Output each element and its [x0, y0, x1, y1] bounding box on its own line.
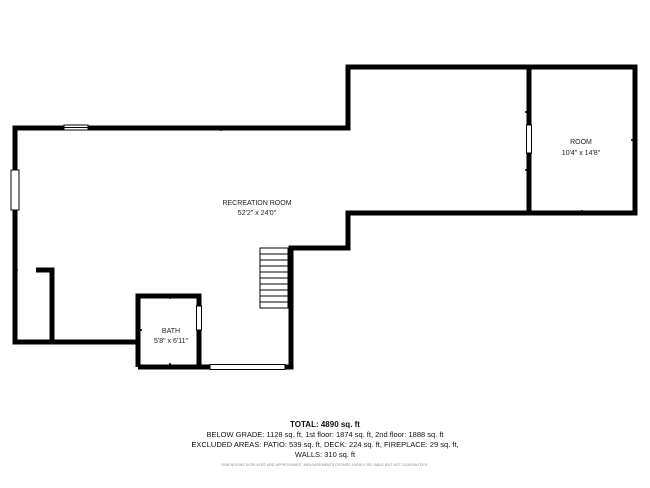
left-window: [10, 169, 20, 211]
recreation-room-name: RECREATION ROOM: [222, 200, 291, 207]
bath-door-opening: [196, 305, 202, 331]
bath-dims: 5'8" x 6'11": [154, 338, 188, 345]
recreation-room-dims: 52'2" x 24'0": [238, 210, 277, 217]
room-door-opening: [526, 124, 532, 154]
room-name: ROOM: [570, 139, 592, 146]
walls-area: WALLS: 310 sq. ft: [294, 450, 356, 459]
bath-wall: [135, 293, 202, 367]
below-grade-area: BELOW GRADE: 1128 sq. ft, 1st floor: 187…: [206, 430, 444, 439]
area-summary: TOTAL: 4890 sq. ft BELOW GRADE: 1128 sq.…: [0, 420, 650, 468]
disclaimer: DIMENSIONS DISPLAYED ARE APPROXIMATE, ME…: [221, 463, 429, 467]
excluded-areas: EXCLUDED AREAS: PATIO: 539 sq. ft, DECK:…: [191, 440, 459, 449]
bottom-door-opening: [209, 364, 286, 370]
closet-wall: [36, 267, 55, 342]
outer-wall-left-lower: [12, 208, 138, 345]
outer-wall: [12, 64, 638, 370]
staircase: [259, 247, 289, 309]
room-dims: 10'4" x 14'8": [562, 150, 601, 157]
bath-name: BATH: [162, 328, 180, 335]
total-area: TOTAL: 4890 sq. ft: [290, 420, 360, 429]
